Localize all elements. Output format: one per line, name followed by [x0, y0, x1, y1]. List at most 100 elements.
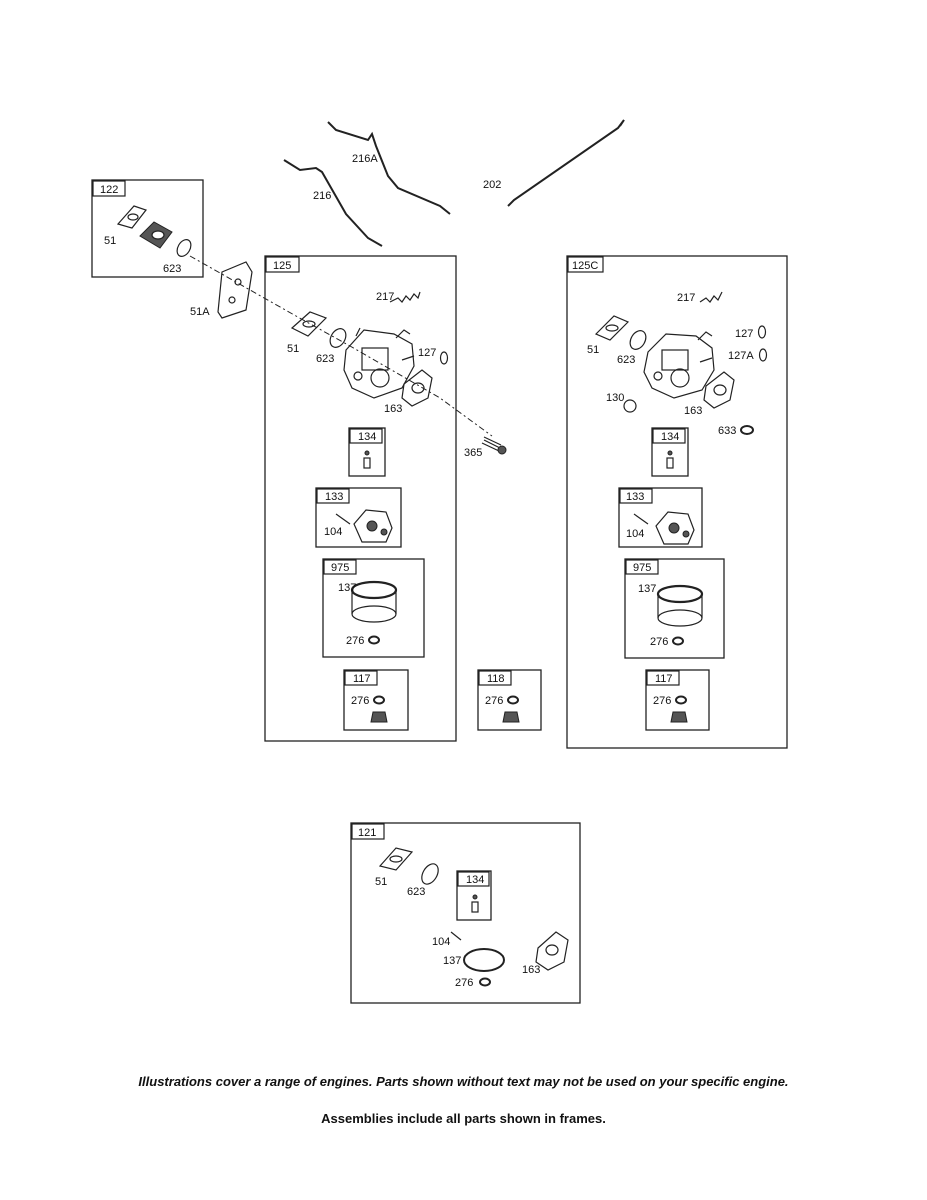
washer-633-icon [740, 425, 754, 435]
gasket-51-icon [378, 847, 414, 871]
spring-217-icon [699, 291, 723, 303]
kit-117-tag: 117 [353, 673, 371, 685]
label-137: 137 [638, 583, 656, 595]
label-163: 163 [384, 403, 402, 415]
bowl-137-icon [350, 580, 398, 623]
gasket-163-icon [535, 931, 569, 971]
kit-133-tag: 133 [325, 491, 343, 503]
label-276: 276 [485, 695, 503, 707]
kit-121-frame: 121 51 623 134 104 137 276 163 [350, 822, 581, 1004]
label-130: 130 [606, 392, 624, 404]
label-365: 365 [464, 447, 482, 459]
bowl-nut-icon [502, 711, 520, 723]
label-51a: 51A [190, 306, 210, 318]
kit-134-frame: 134 [348, 427, 386, 477]
plug-127-icon [439, 351, 449, 365]
washer-276-icon [373, 695, 385, 705]
kit-118-frame: 118 276 [477, 669, 542, 731]
carb-125-tag: 125 [273, 260, 291, 272]
label-217: 217 [376, 291, 394, 303]
label-137: 137 [338, 582, 356, 594]
label-633: 633 [718, 425, 736, 437]
kit-133-tag: 133 [626, 491, 644, 503]
float-icon [353, 509, 393, 543]
label-623: 623 [163, 263, 181, 275]
label-51: 51 [375, 876, 387, 888]
assembly-note: Assemblies include all parts shown in fr… [321, 1111, 606, 1126]
carburetor-icon [643, 331, 715, 399]
label-276: 276 [653, 695, 671, 707]
bowl-137-icon [656, 584, 704, 627]
kit-133-frame: 133 104 [315, 487, 402, 548]
kit-134-frame: 134 [456, 870, 492, 921]
pin-104-icon [450, 931, 462, 941]
label-276: 276 [351, 695, 369, 707]
kit-975-tag: 975 [331, 562, 349, 574]
gasket-163-icon [703, 371, 735, 409]
label-623: 623 [407, 886, 425, 898]
label-276: 276 [346, 635, 364, 647]
kit-134-tag: 134 [466, 874, 484, 886]
label-276: 276 [455, 977, 473, 989]
o-ring-623-icon [421, 863, 439, 885]
disclaimer-note: Illustrations cover a range of engines. … [138, 1074, 789, 1089]
washer-276-icon [507, 695, 519, 705]
kit-134-tag: 134 [661, 431, 679, 443]
o-ring-623-icon [329, 328, 347, 348]
kit-117-frame: 117 276 [343, 669, 409, 731]
label-104: 104 [432, 936, 450, 948]
carburetor-icon [343, 327, 415, 399]
kit-117-tag: 117 [655, 673, 673, 685]
kit-122-frame: 122 51 623 [91, 179, 204, 278]
screw-130-icon [623, 399, 637, 413]
spring-217-icon [389, 291, 421, 303]
choke-link-202: 202 [483, 119, 625, 207]
kit-134-tag: 134 [358, 431, 376, 443]
washer-276-icon [479, 977, 491, 987]
plug-127-icon [757, 325, 767, 339]
carb-125c-tag: 125C [572, 260, 598, 272]
jet-icon [364, 450, 370, 456]
label-51: 51 [287, 343, 299, 355]
label-127: 127 [735, 328, 753, 340]
kit-975-frame: 975 137 276 [322, 558, 425, 658]
jet-icon [472, 894, 478, 900]
bowl-nut-icon [370, 711, 388, 723]
carb-125c-frame: 125C 217 51 623 127 127A 130 163 633 [566, 255, 788, 749]
label-202: 202 [483, 179, 501, 191]
bowl-nut-icon [670, 711, 688, 723]
label-51: 51 [587, 344, 599, 356]
gasket-51-icon [116, 205, 147, 229]
washer-276-icon [675, 695, 687, 705]
o-ring-623-icon [176, 239, 192, 257]
bolt-365: 365 [464, 436, 507, 459]
label-216a: 216A [352, 153, 378, 165]
kit-975-frame: 975 137 276 [624, 558, 725, 659]
label-276: 276 [650, 636, 668, 648]
kit-975-tag: 975 [633, 562, 651, 574]
label-163: 163 [522, 964, 540, 976]
label-127: 127 [418, 347, 436, 359]
label-104: 104 [626, 528, 644, 540]
gasket-51-icon [290, 311, 328, 337]
washer-276-icon [368, 635, 380, 645]
carb-125-frame: 125 217 51 623 127 163 134 [264, 255, 457, 742]
gasket-163-icon [401, 369, 433, 407]
plate-51a: 51A [190, 261, 253, 319]
float-icon [655, 511, 695, 545]
kit-121-tag: 121 [358, 827, 376, 839]
label-163: 163 [684, 405, 702, 417]
bowl-gasket-137-icon [463, 948, 505, 972]
label-51: 51 [104, 235, 116, 247]
governor-link-216: 216 [283, 159, 383, 247]
kit-134-frame: 134 [651, 427, 689, 477]
plug-127a-icon [758, 348, 768, 362]
label-216: 216 [313, 190, 331, 202]
bolt-365-icon [483, 439, 501, 449]
kit-133-frame: 133 104 [618, 487, 703, 548]
gasket-51-icon [594, 315, 630, 341]
label-623: 623 [617, 354, 635, 366]
governor-link-216a: 216A [327, 121, 451, 215]
label-137: 137 [443, 955, 461, 967]
